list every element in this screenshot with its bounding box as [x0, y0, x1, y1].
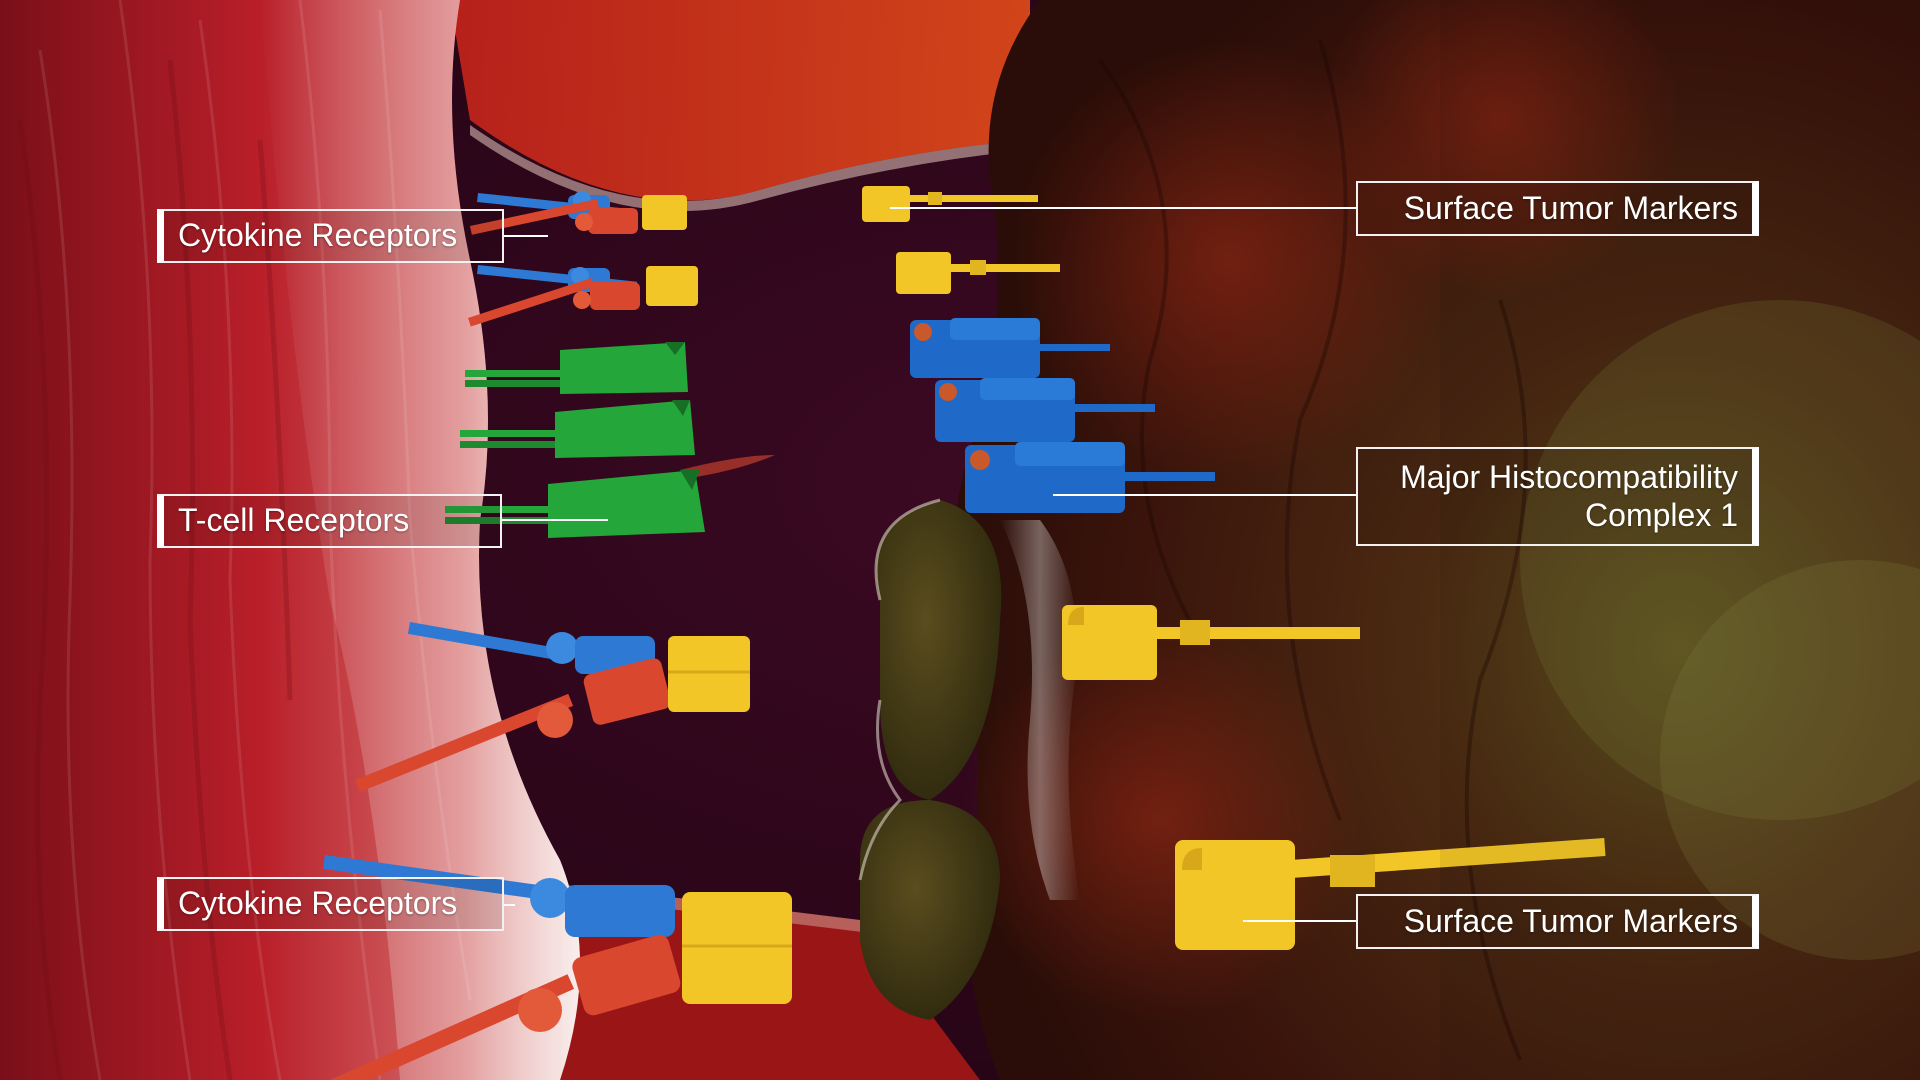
label-text: Surface Tumor Markers: [1403, 189, 1738, 226]
tcr-2: [460, 400, 695, 458]
label-text-block: Major Histocompatibility Complex 1: [1400, 459, 1738, 535]
cytokine-receptor-bottom: [323, 855, 792, 1080]
label-text: Cytokine Receptors: [178, 217, 458, 254]
label-text-line-2: Complex 1: [1585, 496, 1738, 533]
tumor-marker-1: [862, 186, 1038, 222]
label-text: T-cell Receptors: [178, 502, 410, 539]
mhc-1: [910, 318, 1110, 378]
label-t-cell-receptors: T-cell Receptors: [157, 494, 502, 548]
mhc-3: [965, 442, 1215, 513]
label-cytokine-receptors-top: Cytokine Receptors: [157, 209, 504, 263]
label-surface-tumor-markers-top: Surface Tumor Markers: [1356, 181, 1759, 236]
label-cytokine-receptors-bottom: Cytokine Receptors: [157, 877, 504, 931]
tcr-1: [465, 342, 688, 394]
label-text: Cytokine Receptors: [178, 885, 458, 922]
cytokine-receptor-top-2: [468, 264, 698, 327]
cytokine-receptor-top-1: [470, 191, 687, 235]
tumor-marker-4: [1175, 838, 1606, 950]
tumor-marker-3: [1062, 605, 1360, 680]
tumor-marker-2: [896, 252, 1060, 294]
label-surface-tumor-markers-bottom: Surface Tumor Markers: [1356, 894, 1759, 949]
label-major-histocompatibility-complex-1: Major Histocompatibility Complex 1: [1356, 447, 1759, 546]
cytokine-receptor-mid: [355, 621, 750, 793]
mhc-2: [935, 378, 1155, 442]
label-text-line-1: Major Histocompatibility: [1400, 458, 1738, 495]
label-text: Surface Tumor Markers: [1403, 902, 1738, 939]
